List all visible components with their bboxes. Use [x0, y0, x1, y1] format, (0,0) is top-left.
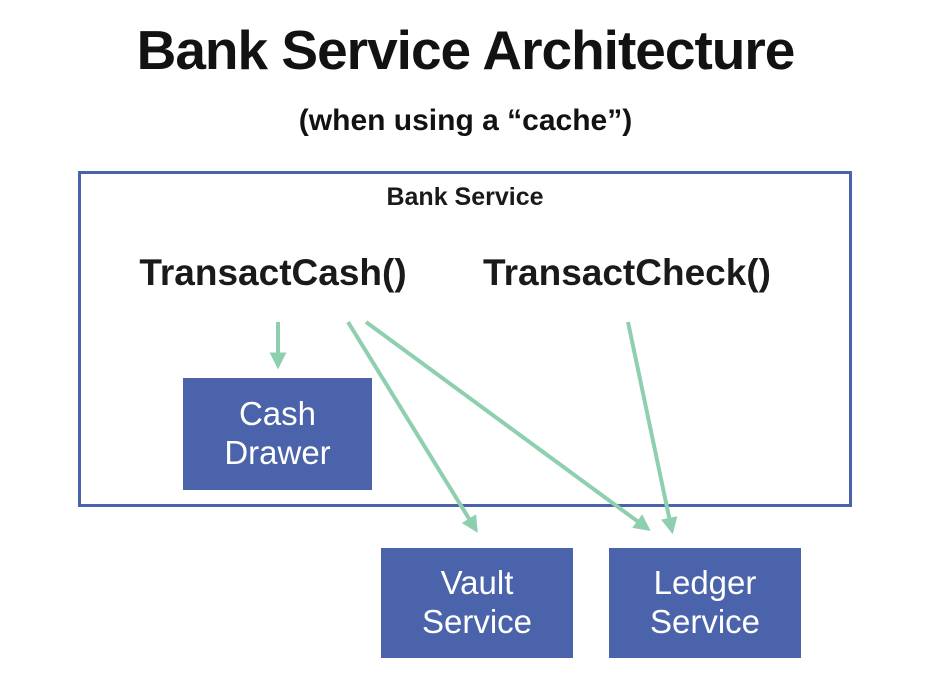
- vault-service-label-line1: Vault: [440, 564, 514, 602]
- page-subtitle: (when using a “cache”): [298, 104, 633, 137]
- ledger-service-label-line1: Ledger: [653, 564, 757, 602]
- cash-drawer-label-line2: Drawer: [224, 434, 331, 471]
- cash-drawer-label-line1: Cash: [238, 395, 317, 433]
- page-title: Bank Service Architecture: [136, 19, 796, 81]
- cash-drawer-node: Cash Drawer: [183, 378, 372, 490]
- bank-service-label: Bank Service: [386, 183, 544, 211]
- ledger-service-node: Ledger Service: [609, 548, 801, 658]
- transact-check-method-label: TransactCheck(): [483, 252, 771, 293]
- vault-service-label-line2: Service: [421, 603, 533, 640]
- ledger-service-label-line2: Service: [649, 603, 761, 640]
- vault-service-node: Vault Service: [381, 548, 573, 658]
- transact-cash-method-label: TransactCash(): [139, 252, 407, 293]
